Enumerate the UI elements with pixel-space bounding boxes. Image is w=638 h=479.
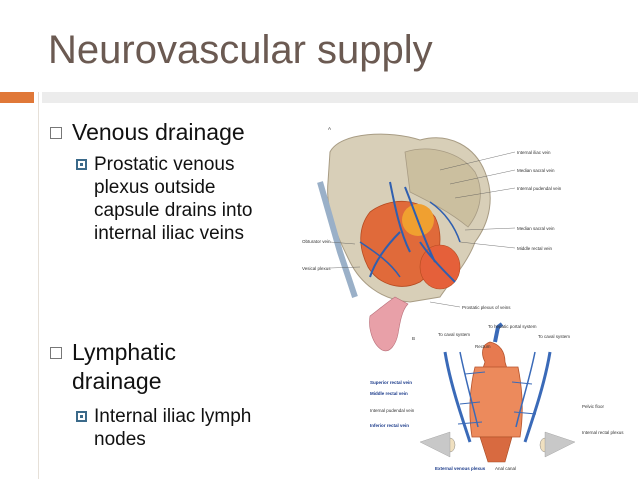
sub-bullet-line-1: Prostatic venous xyxy=(94,154,235,175)
slide-title: Neurovascular supply xyxy=(48,28,433,72)
sub-bullet-line-4: internal iliac veins xyxy=(94,223,244,244)
label-pelvic-floor: Pelvic floor xyxy=(582,404,605,409)
label-to-caval-2: To caval system xyxy=(538,334,570,339)
label-vesical-plexus: Vesical plexus xyxy=(302,266,331,271)
label-middle-rectal: Middle rectal vein xyxy=(370,391,408,396)
label-prostatic-plexus: Prostatic plexus of veins xyxy=(462,305,511,310)
accent-rule xyxy=(0,92,34,103)
label-to-caval: To caval system xyxy=(438,332,470,337)
pelvic-venous-illustration: A Internal iliac vein Median sacral vein… xyxy=(302,126,624,471)
bullet-box-icon xyxy=(50,347,62,359)
label-median-sacral-vein-2: Median sacral vein xyxy=(517,226,555,231)
panel-b-letter: B xyxy=(412,336,415,341)
sub-bullet-line-3: capsule drains into xyxy=(94,200,253,221)
panel-b-drawing: B To caval system To hepatic portal syst… xyxy=(370,322,624,471)
sub-bullet-line-6: nodes xyxy=(94,429,146,450)
label-rectum: Rectum xyxy=(475,344,491,349)
label-superior-rectal: Superior rectal vein xyxy=(370,380,412,385)
sub-bullet-icon xyxy=(76,411,87,422)
bullet-lymphatic-line-2: drainage xyxy=(72,368,162,394)
bullet-venous-drainage: Venous drainage xyxy=(72,119,245,145)
label-external-venous-plexus: External venous plexus xyxy=(435,466,486,471)
sub-bullet-line-2: plexus outside xyxy=(94,177,216,198)
label-internal-rectal-plexus: Internal rectal plexus xyxy=(582,430,624,435)
label-middle-rectal-vein: Middle rectal vein xyxy=(517,246,553,251)
label-obturator-vein: Obturator vein xyxy=(302,239,331,244)
label-internal-pudendal-vein: Internal pudendal vein xyxy=(517,186,562,191)
panel-a-letter: A xyxy=(328,126,331,131)
sub-bullet-line-5: Internal iliac lymph xyxy=(94,406,252,427)
left-divider xyxy=(38,92,39,479)
anatomy-figure: A Internal iliac vein Median sacral vein… xyxy=(300,112,638,479)
bullet-box-icon xyxy=(50,127,62,139)
label-to-hepatic: To hepatic portal system xyxy=(488,324,537,329)
label-median-sacral-vein: Median sacral vein xyxy=(517,168,555,173)
bullet-lymphatic-line-1: Lymphatic xyxy=(72,339,176,365)
panel-a-drawing: A Internal iliac vein Median sacral vein… xyxy=(302,126,562,352)
sub-bullet-icon xyxy=(76,159,87,170)
label-internal-iliac-vein: Internal iliac vein xyxy=(517,150,551,155)
title-rule xyxy=(42,92,638,103)
label-inferior-rectal: Inferior rectal vein xyxy=(370,423,409,428)
label-internal-pudendal: Internal pudendal vein xyxy=(370,408,415,413)
label-anal-canal: Anal canal xyxy=(495,466,516,471)
